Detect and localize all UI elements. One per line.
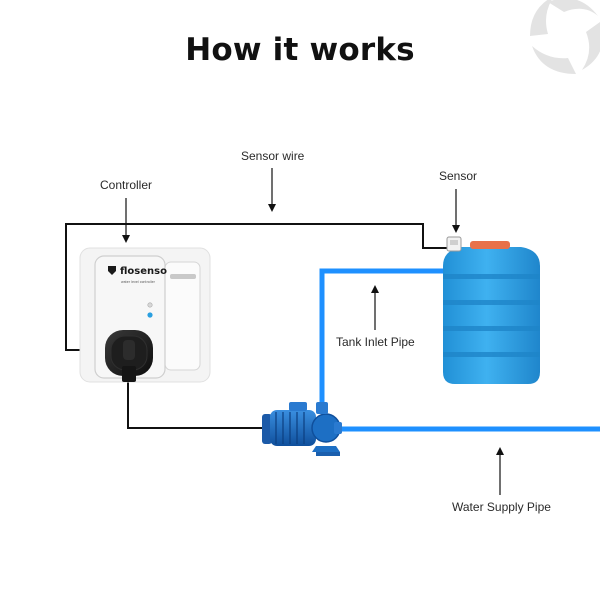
page-title: How it works [185, 32, 415, 68]
water-tank [443, 241, 540, 384]
callout-sensor-wire [268, 168, 276, 212]
callout-controller [122, 198, 130, 243]
flosenso-logo-icon [108, 266, 116, 275]
controller-device: flosenso water level controller [79, 247, 211, 383]
water-pump [262, 402, 342, 456]
power-plug [105, 330, 153, 382]
label-water-supply-pipe: Water Supply Pipe [452, 500, 551, 514]
callout-water-supply-pipe [496, 447, 504, 495]
controller-brand: flosenso [120, 266, 167, 277]
sensor-device [446, 236, 462, 252]
brand-swirl-logo [530, 0, 600, 74]
label-sensor-wire: Sensor wire [241, 149, 305, 163]
indicator-led-icon [147, 302, 153, 308]
tank-lid [470, 241, 510, 249]
controller-tagline: water level controller [121, 280, 156, 284]
label-tank-inlet-pipe: Tank Inlet Pipe [336, 335, 415, 349]
pump-power-cable [127, 382, 262, 429]
sensor-wire [65, 223, 452, 351]
label-sensor: Sensor [439, 169, 478, 183]
tank-inlet-pipe [319, 268, 446, 406]
label-controller: Controller [100, 178, 153, 192]
indicator-led-blue [147, 312, 153, 318]
callout-sensor [452, 189, 460, 233]
callout-tank-inlet-pipe [371, 285, 379, 330]
